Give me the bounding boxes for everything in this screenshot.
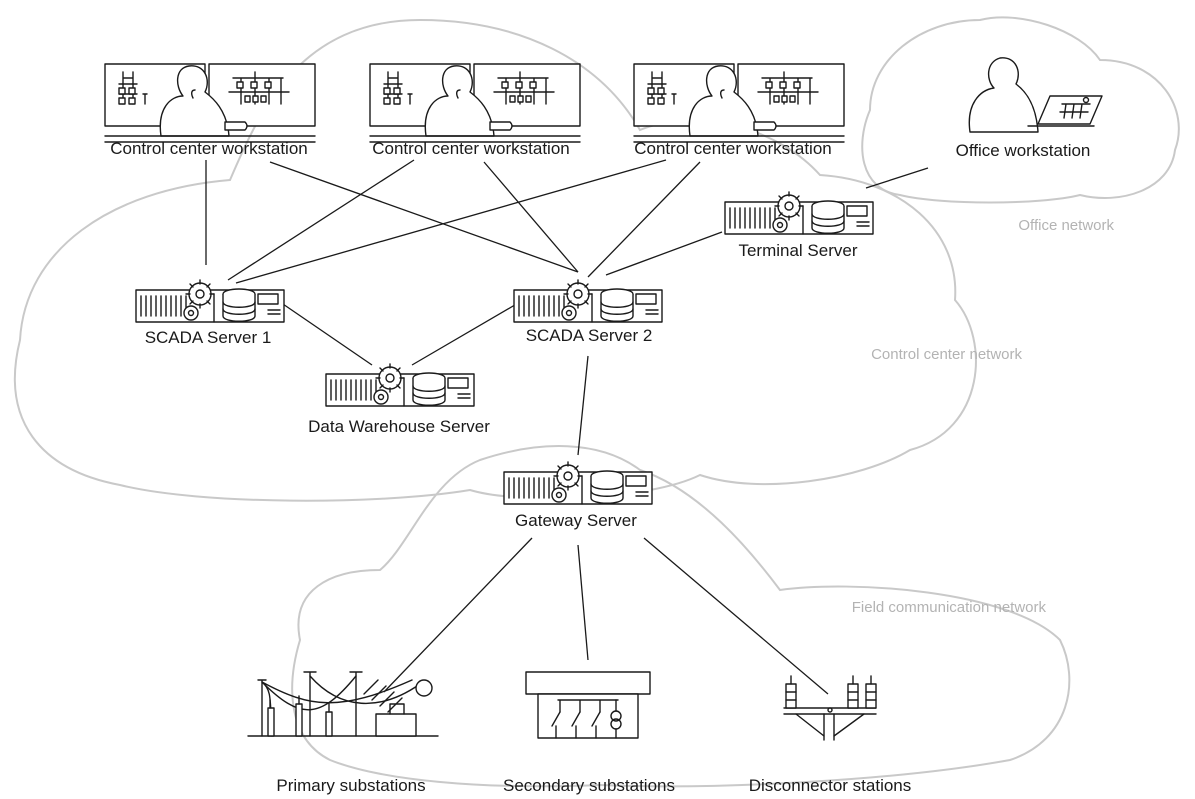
gateway-server-label: Gateway Server xyxy=(515,511,637,530)
control-center-workstation-label-1: Control center workstation xyxy=(110,139,307,158)
office-network-cloud xyxy=(861,16,1180,204)
scada-server-1-label: SCADA Server 1 xyxy=(145,328,272,347)
control-center-workstation-icon xyxy=(369,63,581,143)
primary-substation-icon xyxy=(247,671,439,737)
control-center-workstation-label-2: Control center workstation xyxy=(372,139,569,158)
disconnector-station-icon xyxy=(783,675,877,741)
data-warehouse-server-label: Data Warehouse Server xyxy=(308,417,490,436)
secondary-substations-label: Secondary substations xyxy=(503,776,675,795)
secondary-substation-icon xyxy=(525,671,651,739)
scada-server-2-label: SCADA Server 2 xyxy=(526,326,653,345)
control-center-workstation-icon xyxy=(633,63,845,143)
terminal-server-icon xyxy=(724,191,874,235)
control-center-network-cloud xyxy=(13,18,977,502)
scada-server-2-icon xyxy=(513,279,663,323)
disconnector-stations-label: Disconnector stations xyxy=(749,776,912,795)
connections xyxy=(205,159,929,695)
office-network-label: Office network xyxy=(1018,217,1114,234)
office-workstation-label: Office workstation xyxy=(956,141,1091,160)
control-center-workstation-label-3: Control center workstation xyxy=(634,139,831,158)
data-warehouse-server-icon xyxy=(325,363,475,407)
control-center-workstation-icon xyxy=(104,63,316,143)
primary-substations-label: Primary substations xyxy=(276,776,425,795)
office-workstation-icon xyxy=(968,57,1103,133)
gateway-server-icon xyxy=(503,461,653,505)
control-center-network-label: Control center network xyxy=(871,346,1022,363)
terminal-server-label: Terminal Server xyxy=(738,241,857,260)
field-communication-network-label: Field communication network xyxy=(852,599,1047,616)
scada-server-1-icon xyxy=(135,279,285,323)
field-communication-network-cloud xyxy=(291,445,1071,788)
